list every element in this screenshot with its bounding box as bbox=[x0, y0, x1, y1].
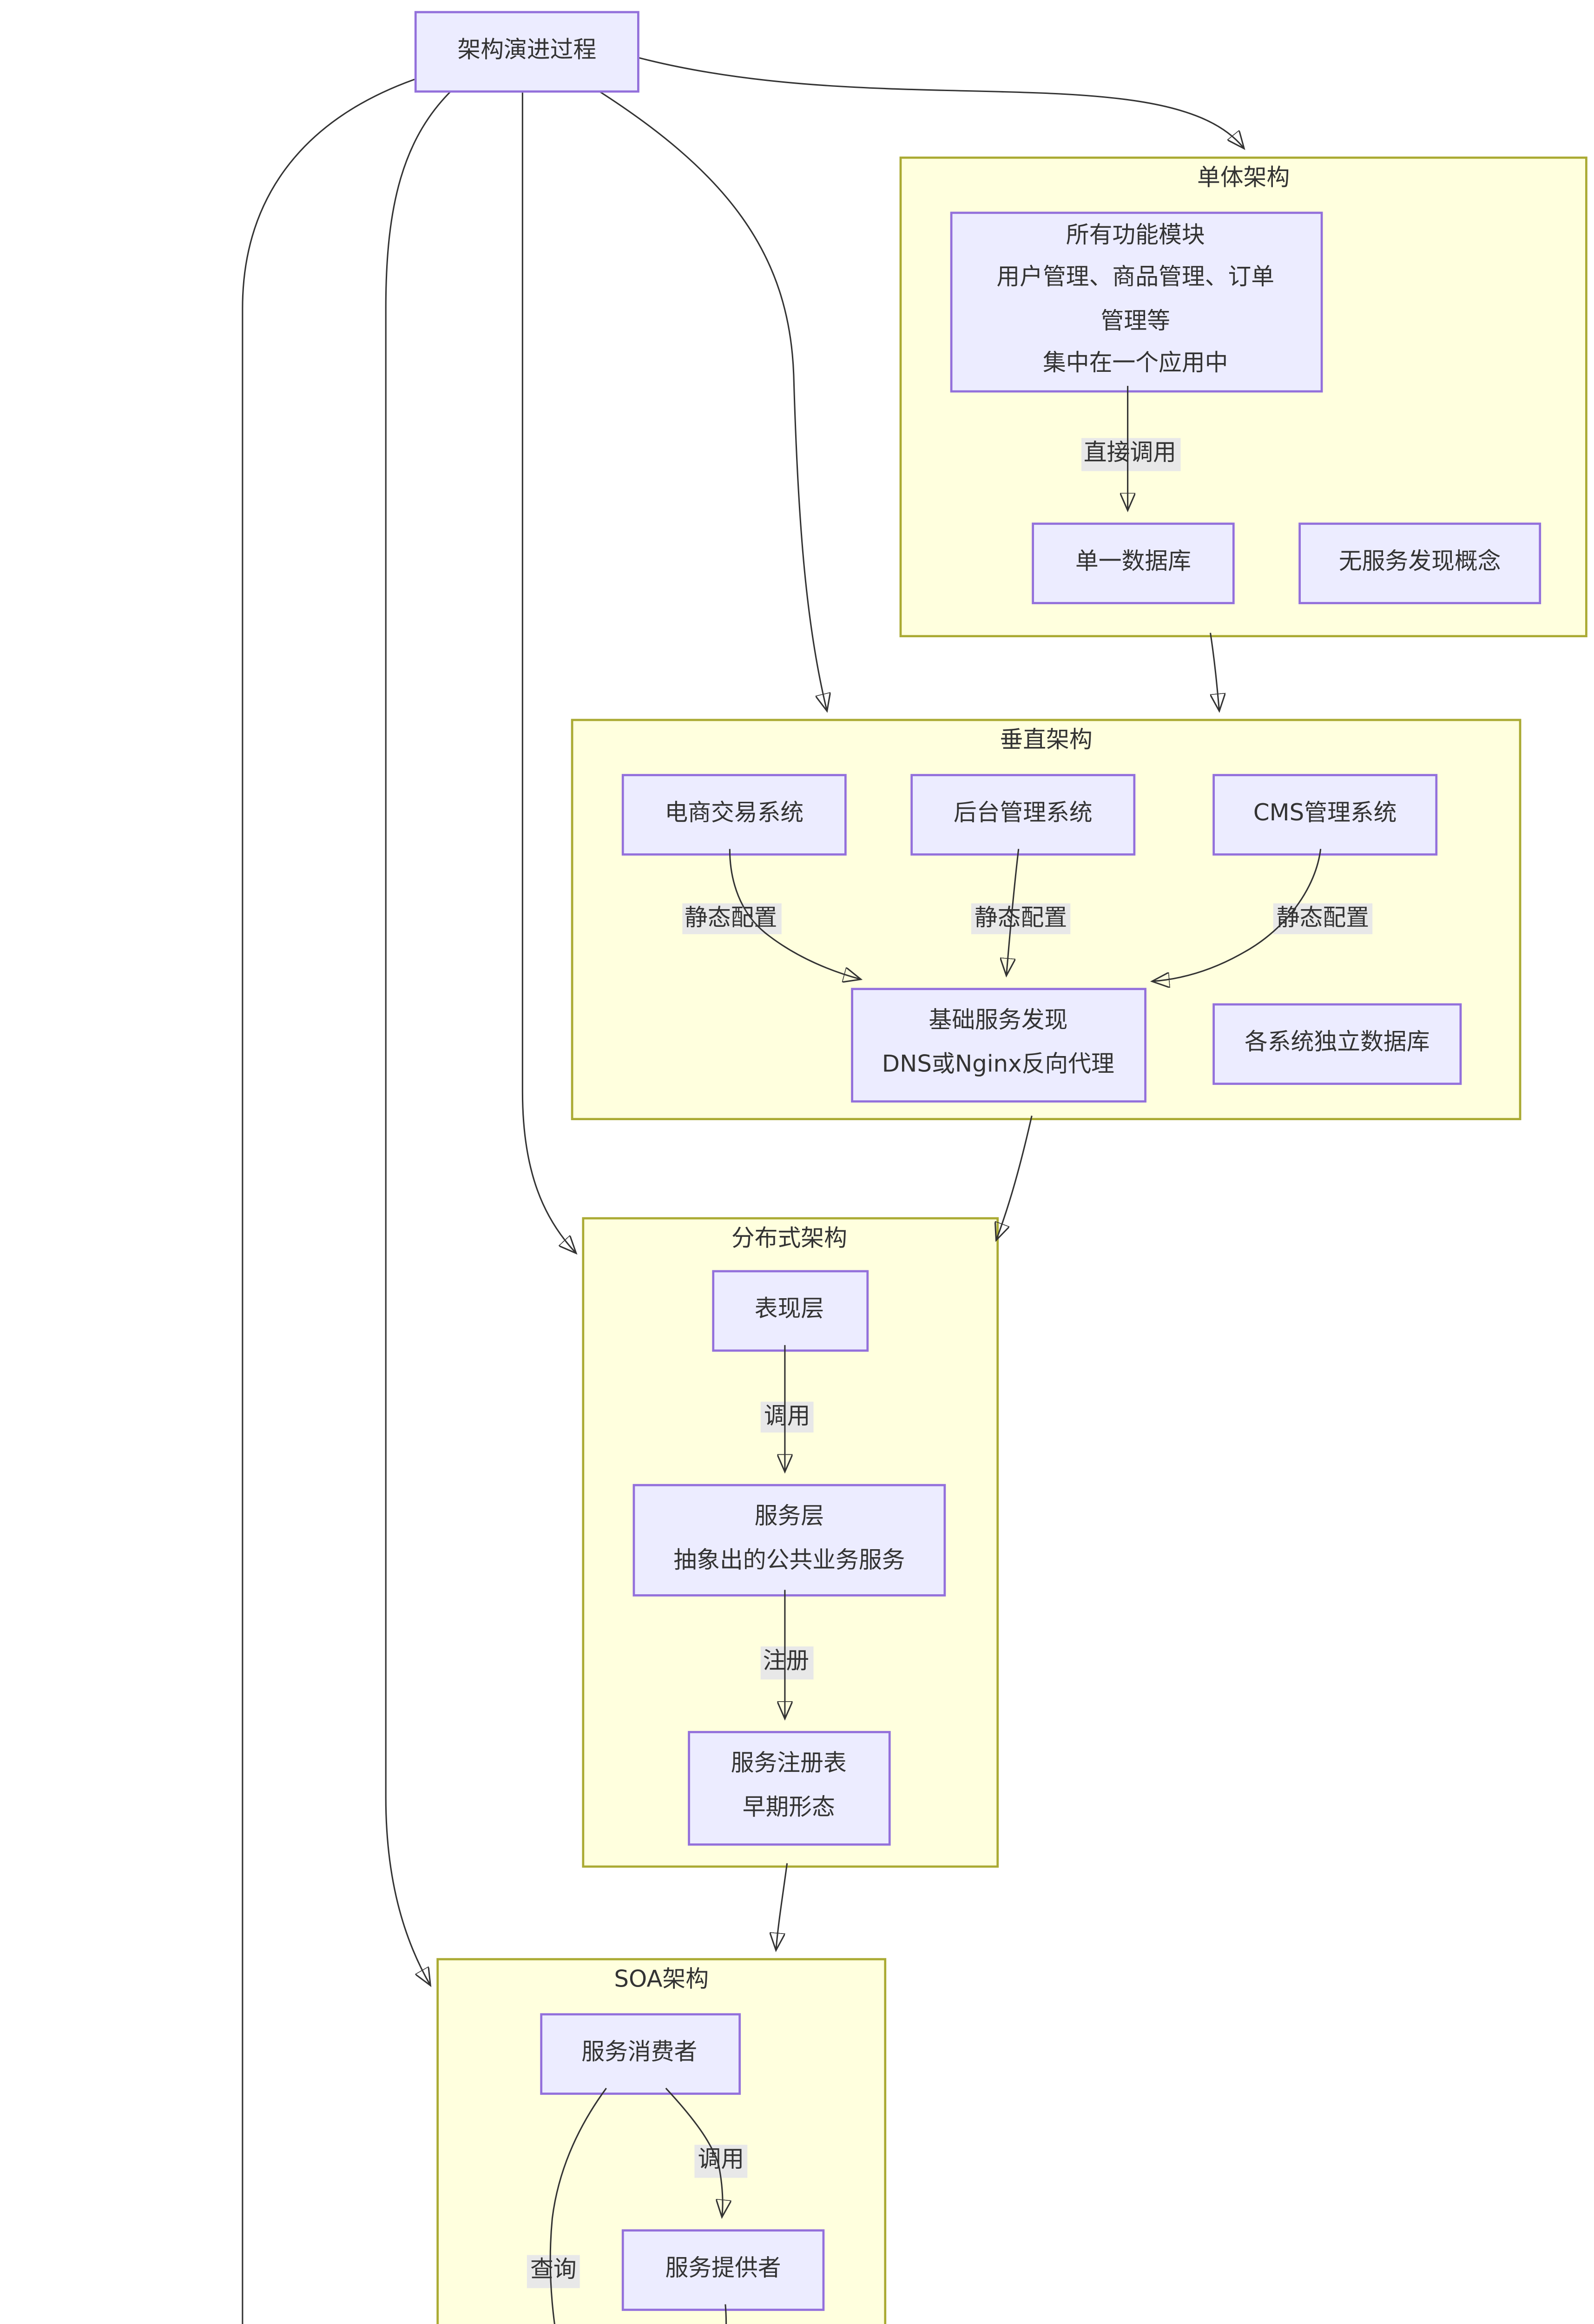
edge-label-direct-call: 直接调用 bbox=[1080, 438, 1180, 471]
node-single-database: 单一数据库 bbox=[1032, 522, 1235, 604]
edge-label-static-config-3: 静态配置 bbox=[1273, 902, 1373, 935]
edge-monolithic-to-vertical bbox=[1209, 633, 1219, 710]
subgraph-vertical: 垂直架构 电商交易系统 后台管理系统 CMS管理系统 基础服务发现 DNS或Ng… bbox=[571, 719, 1522, 1121]
subgraph-vertical-title: 垂直架构 bbox=[1000, 727, 1093, 754]
node-admin-system: 后台管理系统 bbox=[910, 774, 1136, 855]
node-all-modules: 所有功能模块 用户管理、商品管理、订单 管理等 集中在一个应用中 bbox=[949, 211, 1322, 392]
edge-root-to-microservices bbox=[242, 79, 415, 2324]
node-service-provider: 服务提供者 bbox=[621, 2229, 825, 2311]
edge-root-to-soa bbox=[385, 85, 457, 1985]
edge-label-register-distributed: 注册 bbox=[759, 1646, 813, 1679]
edge-root-to-vertical bbox=[590, 85, 827, 710]
edge-label-static-config-2: 静态配置 bbox=[971, 902, 1071, 935]
node-service-layer: 服务层 抽象出的公共业务服务 bbox=[632, 1484, 946, 1597]
subgraph-distributed: 分布式架构 表现层 服务层 抽象出的公共业务服务 服务注册表 早期形态 调用 注… bbox=[582, 1217, 998, 1868]
edge-label-call-distributed: 调用 bbox=[760, 1400, 814, 1433]
node-service-registry-table: 服务注册表 早期形态 bbox=[688, 1731, 890, 1845]
node-ecommerce-system: 电商交易系统 bbox=[621, 774, 847, 855]
edge-distributed-to-soa bbox=[776, 1863, 788, 1949]
edge-label-call-soa: 调用 bbox=[694, 2145, 748, 2178]
edge-root-to-distributed bbox=[521, 86, 575, 1253]
node-architecture-evolution-root: 架构演进过程 bbox=[414, 11, 639, 92]
subgraph-distributed-title: 分布式架构 bbox=[731, 1226, 847, 1253]
edge-root-to-monolithic bbox=[637, 56, 1244, 148]
node-cms-system: CMS管理系统 bbox=[1212, 774, 1438, 855]
node-service-consumer: 服务消费者 bbox=[539, 2013, 740, 2095]
edge-label-static-config-1: 静态配置 bbox=[681, 902, 781, 935]
edge-label-query-soa: 查询 bbox=[527, 2255, 580, 2288]
subgraph-soa: SOA架构 服务消费者 服务提供者 ESB企业服务总线 或注册中心 调用 查询 … bbox=[435, 1958, 887, 2324]
node-independent-databases: 各系统独立数据库 bbox=[1212, 1003, 1462, 1084]
subgraph-monolithic-title: 单体架构 bbox=[1197, 165, 1290, 192]
subgraph-soa-title: SOA架构 bbox=[614, 1967, 709, 1994]
node-basic-service-discovery: 基础服务发现 DNS或Nginx反向代理 bbox=[850, 986, 1146, 1102]
node-no-service-discovery: 无服务发现概念 bbox=[1298, 522, 1541, 604]
subgraph-monolithic: 单体架构 所有功能模块 用户管理、商品管理、订单 管理等 集中在一个应用中 单一… bbox=[899, 156, 1587, 638]
node-presentation-layer: 表现层 bbox=[711, 1270, 868, 1352]
edge-vertical-to-distributed bbox=[996, 1116, 1033, 1240]
